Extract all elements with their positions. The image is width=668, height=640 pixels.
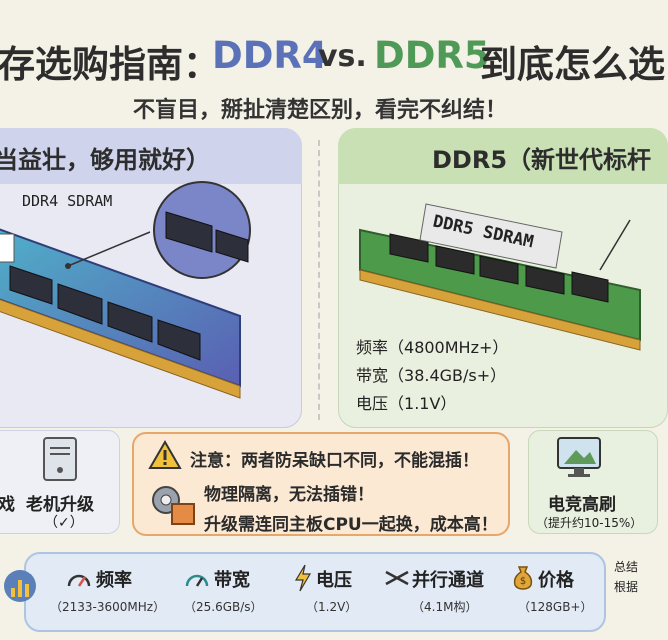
metric-channels-value: （4.1M构） xyxy=(412,600,478,614)
ddr5-spec-bandwidth: 带宽（38.4GB/s+） xyxy=(356,366,507,385)
page-subtitle: 不盲目，掰扯清楚区别，看完不纠结！ xyxy=(132,98,507,123)
warning-icon xyxy=(148,439,182,469)
summary-note-2: 根据 xyxy=(614,580,639,594)
bar-chart-icon xyxy=(4,570,36,602)
money-bag-icon: $ xyxy=(513,566,533,590)
metric-channels-name: 并行通道 xyxy=(412,570,484,591)
ddr5-panel-header xyxy=(338,128,668,184)
ddr4-module-illustration xyxy=(0,181,251,399)
lightning-icon xyxy=(294,564,312,592)
gauge-icon xyxy=(185,574,209,587)
ddr5-module-illustration xyxy=(359,203,641,351)
ddr5-header-text: DDR5（新世代标杆 xyxy=(432,146,652,174)
metric-voltage-value: （1.2V） xyxy=(306,600,358,614)
ddr5-spec-frequency: 频率（4800MHz+） xyxy=(356,338,509,357)
ddr4-module-label: DDR4 SDRAM xyxy=(22,192,113,210)
title-ddr4: DDR4 xyxy=(212,34,328,77)
metric-frequency-value: （2133-3600MHz） xyxy=(50,600,166,614)
title-ddr5: DDR5 xyxy=(374,34,490,77)
panel-divider xyxy=(318,140,320,420)
title-prefix: 存选购指南： xyxy=(0,43,220,86)
pc-tower-icon xyxy=(43,437,77,481)
summary-note-1: 总结 xyxy=(614,560,639,574)
old-pc-upgrade-label: 老机升级 xyxy=(26,495,94,515)
side-left-partial-text: 戏 xyxy=(0,495,15,515)
ddr4-panel-header xyxy=(0,128,302,184)
monitor-icon xyxy=(557,437,601,477)
metrics-bar xyxy=(24,552,606,632)
svg-text:$: $ xyxy=(520,576,526,587)
notice-line-1: 注意：两者防呆缺口不同，不能混插！ xyxy=(190,451,479,471)
title-suffix: 到底怎么选 xyxy=(480,43,665,86)
notice-line-3: 升级需连同主板CPU一起换，成本高！ xyxy=(204,515,498,535)
esports-label: 电竞高刷 xyxy=(548,495,616,515)
ddr4-header-text: 当益壮，够用就好） xyxy=(0,146,210,174)
metric-price-name: 价格 xyxy=(538,570,574,591)
title-vs: vs. xyxy=(318,39,367,74)
metric-voltage-name: 电压 xyxy=(316,570,352,591)
metric-bandwidth-value: （25.6GB/s） xyxy=(184,600,263,614)
metric-bandwidth-name: 带宽 xyxy=(214,570,250,591)
notice-line-2: 物理隔离，无法插错！ xyxy=(204,485,374,505)
speedometer-icon xyxy=(67,574,91,587)
metric-frequency-name: 频率 xyxy=(96,570,132,591)
gear-box-icon xyxy=(152,486,195,525)
metric-price-value: （128GB+） xyxy=(518,600,593,614)
esports-sub: （提升约10-15%） xyxy=(536,516,643,530)
parallel-arrows-icon xyxy=(385,570,409,586)
old-pc-upgrade-check: （✓） xyxy=(44,515,84,531)
ddr5-spec-voltage: 电压（1.1V） xyxy=(356,394,457,413)
